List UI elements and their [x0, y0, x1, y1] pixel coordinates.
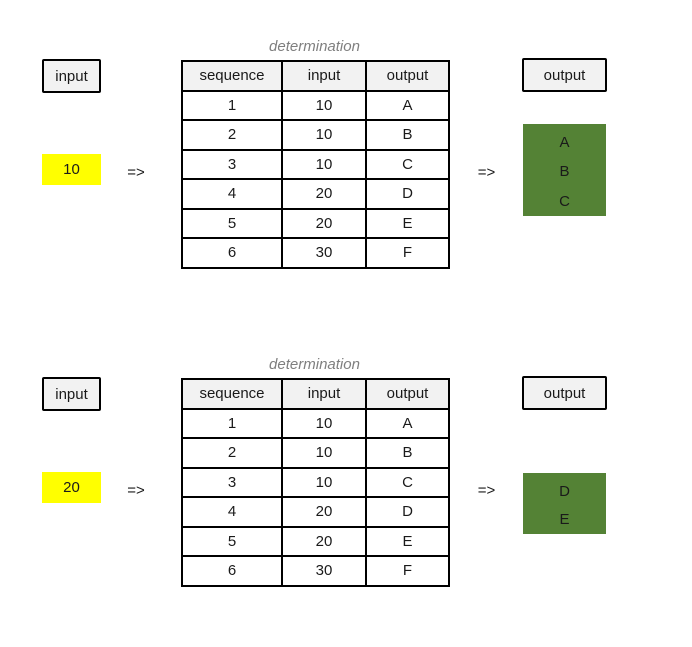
output-result-box: A B C: [523, 124, 606, 216]
table-to-output-arrow-icon: =>: [477, 164, 496, 181]
output-cell: B: [365, 437, 450, 469]
determination-table: sequence input output 1 10 A 2 10 B 3 10…: [181, 60, 450, 269]
table-row: 4 20 D: [181, 178, 450, 210]
col-header-sequence: sequence: [181, 60, 283, 92]
col-header-output: output: [365, 60, 450, 92]
sequence-cell: 1: [181, 89, 283, 121]
input-to-table-arrow-icon: =>: [127, 482, 145, 499]
sequence-cell: 1: [181, 407, 283, 439]
sequence-cell: 3: [181, 148, 283, 180]
mapping-example-input-10: input 10 => determination sequence input…: [42, 38, 607, 269]
output-cell: B: [365, 119, 450, 151]
input-value-box: 10: [42, 154, 101, 185]
input-cell: 20: [281, 525, 367, 557]
input-cell: 20: [281, 178, 367, 210]
output-cell: D: [365, 178, 450, 210]
input-cell: 20: [281, 496, 367, 528]
input-cell: 20: [281, 207, 367, 239]
output-cell: C: [365, 466, 450, 498]
output-cell: D: [365, 496, 450, 528]
table-title: determination: [269, 356, 360, 373]
table-title: determination: [269, 38, 360, 55]
output-result-box: D E: [523, 473, 606, 534]
table-row: 3 10 C: [181, 466, 450, 498]
sequence-cell: 5: [181, 207, 283, 239]
table-row: 1 10 A: [181, 89, 450, 121]
output-cell: C: [365, 148, 450, 180]
output-value: A: [559, 134, 570, 152]
input-cell: 10: [281, 119, 367, 151]
input-cell: 30: [281, 555, 367, 587]
input-to-table-arrow-icon: =>: [127, 164, 145, 181]
input-cell: 10: [281, 407, 367, 439]
sequence-cell: 6: [181, 237, 283, 269]
sequence-cell: 4: [181, 496, 283, 528]
sequence-cell: 2: [181, 119, 283, 151]
col-header-input: input: [281, 378, 367, 410]
table-header-row: sequence input output: [181, 378, 450, 410]
table-row: 2 10 B: [181, 119, 450, 151]
input-value-box: 20: [42, 472, 101, 503]
input-cell: 10: [281, 89, 367, 121]
table-row: 5 20 E: [181, 207, 450, 239]
sequence-cell: 5: [181, 525, 283, 557]
sequence-cell: 2: [181, 437, 283, 469]
table-row: 6 30 F: [181, 237, 450, 269]
input-cell: 10: [281, 466, 367, 498]
input-cell: 30: [281, 237, 367, 269]
sequence-cell: 6: [181, 555, 283, 587]
input-cell: 10: [281, 437, 367, 469]
table-row: 2 10 B: [181, 437, 450, 469]
output-cell: F: [365, 555, 450, 587]
output-cell: F: [365, 237, 450, 269]
output-label-box: output: [522, 58, 607, 92]
output-cell: E: [365, 207, 450, 239]
input-cell: 10: [281, 148, 367, 180]
output-value: D: [559, 482, 570, 500]
output-cell: A: [365, 89, 450, 121]
table-row: 5 20 E: [181, 525, 450, 557]
determination-table: sequence input output 1 10 A 2 10 B 3 10…: [181, 378, 450, 587]
sequence-cell: 4: [181, 178, 283, 210]
output-value: C: [559, 192, 570, 210]
output-label-box: output: [522, 376, 607, 410]
table-header-row: sequence input output: [181, 60, 450, 92]
input-label-box: input: [42, 59, 101, 93]
mapping-example-input-20: input 20 => determination sequence input…: [0, 318, 692, 647]
table-row: 4 20 D: [181, 496, 450, 528]
input-label-box: input: [42, 377, 101, 411]
output-value: B: [559, 163, 570, 181]
output-cell: E: [365, 525, 450, 557]
table-row: 1 10 A: [181, 407, 450, 439]
col-header-sequence: sequence: [181, 378, 283, 410]
table-row: 3 10 C: [181, 148, 450, 180]
table-row: 6 30 F: [181, 555, 450, 587]
output-cell: A: [365, 407, 450, 439]
sequence-cell: 3: [181, 466, 283, 498]
col-header-output: output: [365, 378, 450, 410]
output-value: E: [559, 511, 570, 529]
table-to-output-arrow-icon: =>: [477, 482, 496, 499]
col-header-input: input: [281, 60, 367, 92]
